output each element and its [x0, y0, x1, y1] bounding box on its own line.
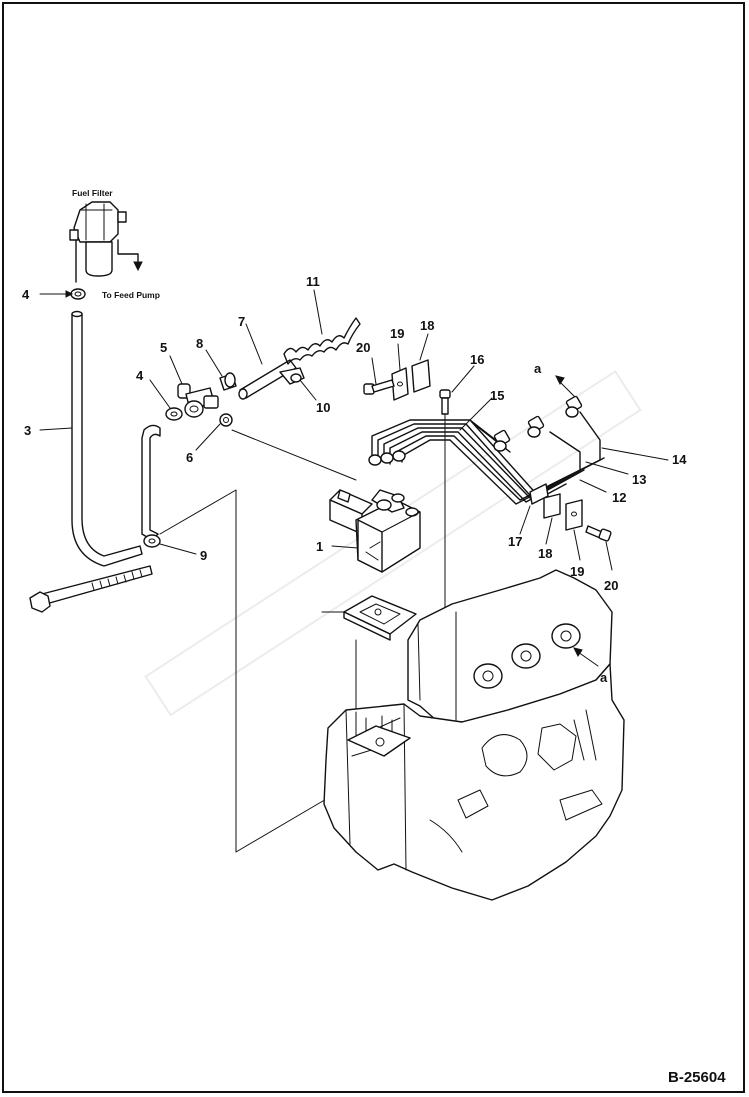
- callout-17: 17: [508, 534, 522, 549]
- pipe-nuts: [368, 395, 583, 466]
- callout-16: 16: [470, 352, 484, 367]
- bracket-10: [279, 367, 305, 385]
- leader-gasket: [231, 429, 357, 481]
- bolt-20-right: [585, 525, 612, 542]
- bolt-20-left: [363, 379, 395, 395]
- callout-a-upper: a: [534, 361, 542, 376]
- callout-13: 13: [632, 472, 646, 487]
- injector-port-1: [473, 663, 503, 689]
- lever-7: [238, 359, 297, 400]
- callout-3: 3: [24, 423, 31, 438]
- inlet-pipe: [141, 424, 161, 548]
- clamp-19-right: [565, 499, 583, 531]
- clamp-4-lower: [165, 407, 183, 421]
- drawing-code: B-25604: [668, 1069, 726, 1086]
- banjo-bolt-long: [29, 565, 153, 613]
- callout-18-left: 18: [420, 318, 434, 333]
- injector-port-2: [511, 643, 541, 669]
- callout-8: 8: [196, 336, 203, 351]
- engine-block: [323, 569, 625, 901]
- callout-5: 5: [160, 340, 167, 355]
- arrow-head-a-upper: [555, 375, 565, 385]
- joint-5: [177, 383, 219, 418]
- adapter-8: [219, 372, 237, 391]
- callout-a-lower: a: [600, 670, 608, 685]
- callout-leaders: [39, 289, 669, 571]
- callout-18-right: 18: [538, 546, 552, 561]
- fuel-filter: [69, 201, 143, 283]
- fuel-hose: [71, 310, 143, 567]
- arrow-head-a-lower: [573, 647, 583, 657]
- callout-1: 1: [316, 539, 323, 554]
- hose-clamp-upper: [70, 288, 86, 300]
- callout-14: 14: [672, 452, 687, 467]
- callout-9: 9: [200, 548, 207, 563]
- clamp-plate-18-right: [543, 493, 561, 519]
- clamp-17: [529, 483, 549, 505]
- callout-7: 7: [238, 314, 245, 329]
- fuel-filter-caption: Fuel Filter: [72, 188, 113, 198]
- injection-pipes: [371, 411, 605, 505]
- injection-pump: [329, 489, 421, 573]
- callout-20-left: 20: [356, 340, 370, 355]
- injector-port-3: [551, 623, 581, 649]
- callout-19-right: 19: [570, 564, 584, 579]
- assembly-line-left: [159, 489, 329, 853]
- callout-19-left: 19: [390, 326, 404, 341]
- gasket-6: [219, 413, 233, 427]
- callout-4-upper: 4: [22, 287, 30, 302]
- callout-6: 6: [186, 450, 193, 465]
- clamp-19-left: [391, 367, 409, 401]
- to-feed-pump-caption: To Feed Pump: [102, 290, 160, 300]
- pump-gasket: [343, 595, 417, 641]
- callout-20-right: 20: [604, 578, 618, 593]
- callout-11: 11: [306, 274, 320, 289]
- clamp-plate-18-left: [411, 359, 431, 393]
- callout-15: 15: [490, 388, 504, 403]
- callout-4-lower: 4: [136, 368, 144, 383]
- arrow-a-lower: [577, 651, 599, 667]
- spring-11: [283, 317, 361, 365]
- callout-10: 10: [316, 400, 330, 415]
- callout-12: 12: [612, 490, 626, 505]
